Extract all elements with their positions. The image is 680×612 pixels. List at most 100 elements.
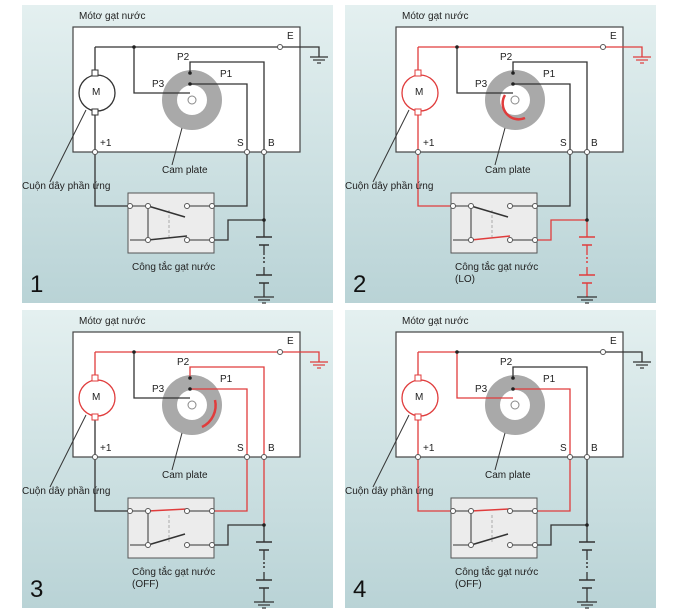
- label-switch-mode: (OFF): [132, 579, 159, 590]
- terminal: [184, 237, 190, 243]
- label-s: S: [560, 443, 567, 454]
- label-e: E: [287, 31, 294, 42]
- label-wiper-switch: Công tắc gạt nước: [455, 567, 539, 578]
- wire-p3: [133, 47, 190, 94]
- junction-dot: [511, 82, 515, 86]
- label-s: S: [237, 443, 244, 454]
- junction-dot: [455, 350, 459, 354]
- label-motor: M: [92, 87, 101, 98]
- terminal: [600, 349, 606, 355]
- wire-p2: [189, 366, 265, 457]
- wire-plus1: [94, 111, 130, 207]
- ground-icon: [577, 296, 597, 304]
- label-plus1: +1: [423, 443, 435, 454]
- panel-title: Mótơ gạt nước: [402, 11, 469, 22]
- label-armature-coil: Cuộn dây phần ứng: [345, 181, 434, 192]
- switch-upper-contact: [470, 508, 511, 512]
- panel-title: Mótơ gạt nước: [402, 316, 469, 327]
- wiper-switch: [450, 192, 538, 254]
- terminal: [244, 149, 250, 155]
- circuit-diagram: [49, 331, 328, 609]
- battery-icon: [256, 236, 272, 284]
- label-plus1: +1: [100, 138, 112, 149]
- ground-icon: [577, 601, 597, 609]
- label-armature-coil: Cuộn dây phần ứng: [22, 486, 111, 497]
- label-cam-plate: Cam plate: [485, 165, 531, 176]
- terminal: [145, 542, 151, 548]
- wire-p2: [189, 61, 265, 152]
- label-s: S: [237, 138, 244, 149]
- terminal: [184, 542, 190, 548]
- terminal: [468, 542, 474, 548]
- wire-swTopR: [212, 152, 248, 207]
- label-b: B: [268, 443, 275, 454]
- label-cam-plate: Cam plate: [162, 470, 208, 481]
- terminal: [507, 203, 513, 209]
- label-e: E: [287, 336, 294, 347]
- label-p1: P1: [220, 374, 233, 385]
- wire-gnd: [603, 46, 643, 57]
- switch-lower-contact: [147, 533, 186, 546]
- label-b: B: [591, 443, 598, 454]
- terminal: [277, 44, 283, 50]
- label-wiper-switch: Công tắc gạt nước: [132, 567, 216, 578]
- label-e: E: [610, 336, 617, 347]
- panel-number: 2: [353, 271, 367, 298]
- terminal: [261, 454, 267, 460]
- terminal: [507, 508, 513, 514]
- wire-swBot: [535, 219, 587, 241]
- junction-dot: [188, 376, 192, 380]
- wire-swTopR: [535, 457, 571, 512]
- battery-icon: [256, 541, 272, 589]
- wire-swBot: [212, 524, 264, 546]
- junction-dot: [585, 523, 589, 527]
- junction-dot: [511, 376, 515, 380]
- terminal: [468, 203, 474, 209]
- label-p3: P3: [475, 384, 488, 395]
- wire-p3: [456, 352, 513, 399]
- panel-number: 4: [353, 576, 367, 603]
- wire-gnd: [280, 351, 320, 362]
- terminal: [567, 454, 573, 460]
- wire-p1: [513, 388, 571, 457]
- junction-dot: [262, 523, 266, 527]
- circuit-diagram: [49, 26, 328, 304]
- terminal: [145, 203, 151, 209]
- wire-gnd: [280, 46, 320, 57]
- circuit-diagram: [372, 331, 651, 609]
- terminal: [184, 203, 190, 209]
- terminal: [184, 508, 190, 514]
- terminal: [450, 203, 456, 209]
- wire-swBot: [212, 219, 264, 241]
- terminal: [209, 237, 215, 243]
- label-motor: M: [415, 392, 424, 403]
- junction-dot: [132, 350, 136, 354]
- switch-upper-contact: [147, 205, 186, 218]
- label-plus1: +1: [100, 443, 112, 454]
- ground-icon: [310, 56, 328, 64]
- wire-p1: [513, 83, 571, 152]
- label-motor: M: [92, 392, 101, 403]
- label-armature-coil: Cuộn dây phần ứng: [22, 181, 111, 192]
- switch-lower-contact: [147, 235, 188, 241]
- terminal: [209, 542, 215, 548]
- terminal: [145, 508, 151, 514]
- terminal: [244, 454, 250, 460]
- panel-number: 1: [30, 271, 44, 298]
- wiper-switch: [450, 497, 538, 559]
- terminal: [584, 149, 590, 155]
- label-p3: P3: [152, 79, 165, 90]
- terminal: [92, 149, 98, 155]
- wiper-switch: [127, 497, 215, 559]
- label-p3: P3: [475, 79, 488, 90]
- label-switch-mode: (LO): [455, 274, 475, 285]
- label-switch-mode: (OFF): [455, 579, 482, 590]
- terminal: [145, 237, 151, 243]
- label-s: S: [560, 138, 567, 149]
- label-p3: P3: [152, 384, 165, 395]
- junction-dot: [511, 71, 515, 75]
- label-b: B: [591, 138, 598, 149]
- terminal: [584, 454, 590, 460]
